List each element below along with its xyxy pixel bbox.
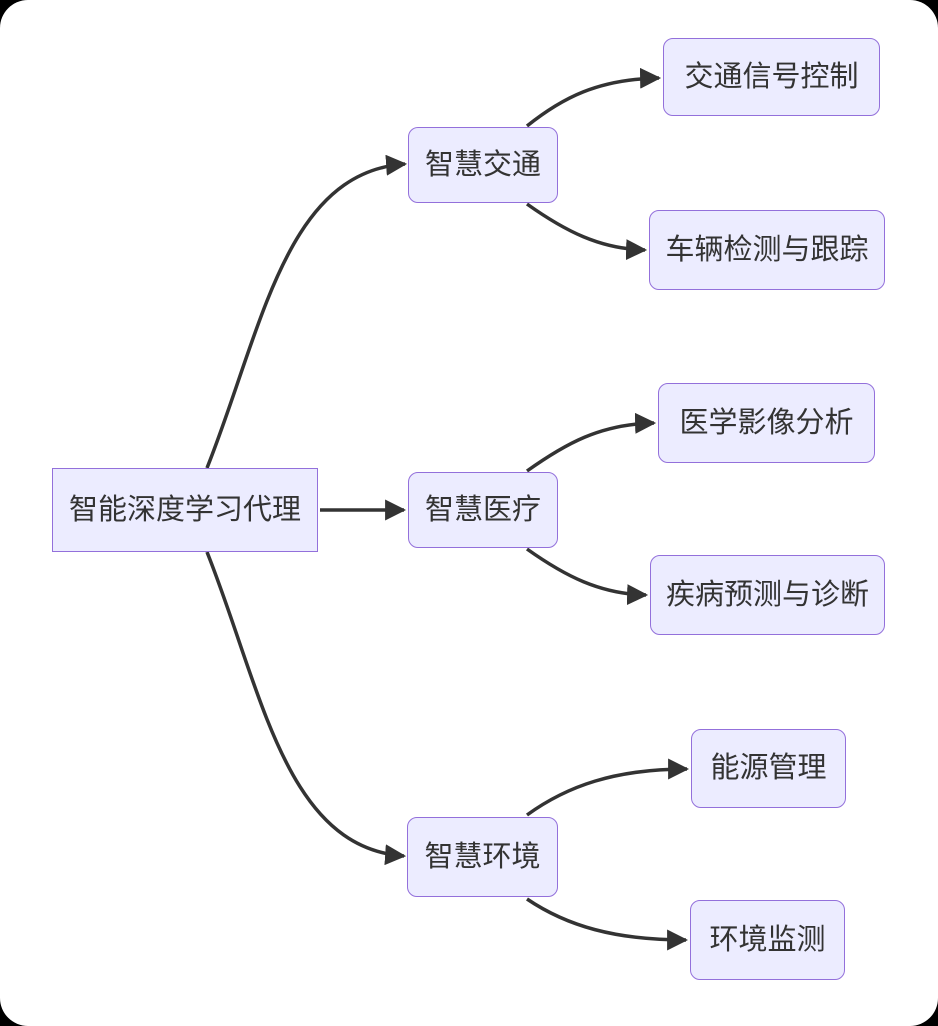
- node-smart-transportation: 智慧交通: [408, 127, 558, 203]
- node-vehicle-detection-tracking: 车辆检测与跟踪: [649, 210, 885, 290]
- node-environment-monitoring: 环境监测: [690, 900, 845, 980]
- node-traffic-signal-control: 交通信号控制: [663, 38, 880, 116]
- edge-healthcare-disease: [525, 547, 649, 606]
- edge-environment-energy: [525, 758, 690, 817]
- edge-healthcare-imaging: [525, 412, 657, 473]
- edge-root-environment: [205, 551, 407, 866]
- edge-transportation-signal: [525, 67, 662, 128]
- node-smart-healthcare: 智慧医疗: [408, 472, 558, 548]
- node-root: 智能深度学习代理: [52, 468, 318, 552]
- node-energy-management: 能源管理: [691, 729, 846, 808]
- node-medical-image-analysis: 医学影像分析: [658, 383, 875, 463]
- edge-environment-monitor: [526, 897, 689, 951]
- edge-transportation-vehicle: [525, 202, 648, 261]
- node-disease-prediction-diagnosis: 疾病预测与诊断: [650, 555, 885, 635]
- edge-root-transportation: [205, 154, 408, 469]
- node-smart-environment: 智慧环境: [407, 817, 558, 897]
